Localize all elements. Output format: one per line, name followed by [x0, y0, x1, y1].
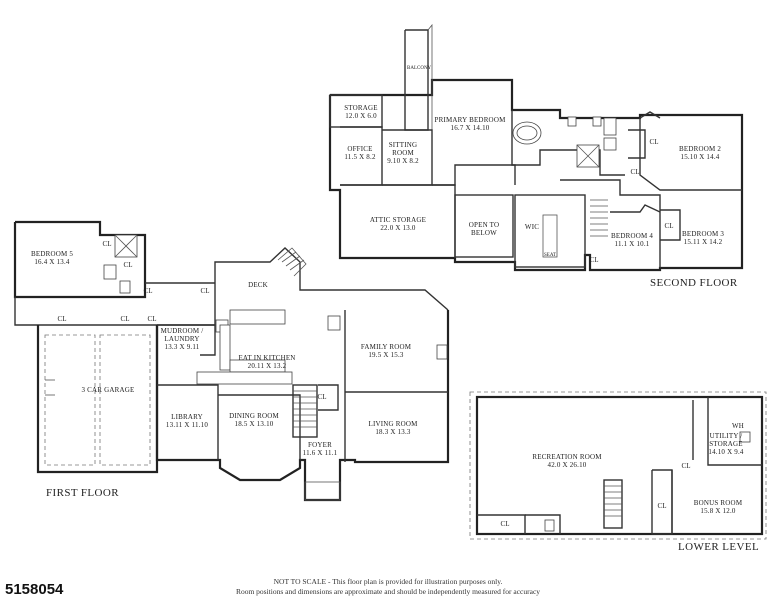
room-dims: 13.11 X 11.10 — [165, 421, 209, 429]
room-dims: 42.0 X 26.10 — [547, 461, 587, 469]
room-storage: STORAGE 12.0 X 6.0 — [344, 104, 378, 120]
floor-title-second: SECOND FLOOR — [650, 277, 738, 289]
room-dims: 11.1 X 10.1 — [614, 240, 650, 248]
room-dims: 18.3 X 13.3 — [375, 428, 411, 436]
room-living: LIVING ROOM 18.3 X 13.3 — [368, 420, 417, 436]
room-name: BEDROOM 4 — [610, 232, 654, 240]
closet-label: CL — [649, 138, 659, 146]
room-foyer: FOYER 11.6 X 11.1 — [303, 441, 338, 457]
seat-label: SEAT — [544, 253, 556, 258]
floor-title-lower: LOWER LEVEL — [678, 541, 760, 553]
room-office: OFFICE 11.5 X 8.2 — [344, 145, 375, 161]
room-name: RECREATION ROOM — [532, 453, 602, 461]
room-name: ATTIC STORAGE — [369, 216, 427, 224]
closet-label: CL — [102, 240, 112, 248]
closet-label: CL — [143, 287, 153, 295]
room-dims: 11.5 X 8.2 — [344, 153, 376, 161]
room-attic-storage: ATTIC STORAGE 22.0 X 13.0 — [370, 216, 426, 232]
room-dims: 20.11 X 13.2 — [247, 362, 287, 370]
room-kitchen: EAT IN KITCHEN 20.11 X 13.2 — [238, 354, 295, 370]
room-sitting: SITTING ROOM 9.10 X 8.2 — [387, 141, 419, 165]
listing-number: 5158054 — [5, 581, 64, 598]
room-name: OPEN TO — [468, 221, 500, 229]
room-dims: 19.5 X 15.3 — [368, 351, 404, 359]
room-name: BONUS ROOM — [693, 499, 743, 507]
room-dims: 16.7 X 14.10 — [450, 124, 490, 132]
room-name: WIC — [524, 223, 540, 231]
room-dims: 15.11 X 14.2 — [683, 238, 723, 246]
room-dims: 12.0 X 6.0 — [345, 112, 377, 120]
room-name: WH — [731, 422, 745, 430]
closet-label: CL — [681, 462, 691, 470]
room-dims: 14.10 X 9.4 — [708, 448, 744, 456]
room-name: BEDROOM 3 — [681, 230, 725, 238]
room-dims: 18.5 X 13.10 — [234, 420, 274, 428]
room-library: LIBRARY 13.11 X 11.10 — [166, 413, 208, 429]
closet-label: CL — [630, 168, 640, 176]
room-name-line2: ROOM — [392, 149, 414, 157]
room-name: MUDROOM / — [160, 327, 204, 335]
room-name: DECK — [248, 281, 268, 289]
floor-title-first: FIRST FLOOR — [46, 487, 119, 499]
room-name: FAMILY ROOM — [360, 343, 412, 351]
closet-label: CL — [317, 393, 327, 401]
room-dining: DINING ROOM 18.5 X 13.10 — [229, 412, 279, 428]
room-bedroom-3: BEDROOM 3 15.11 X 14.2 — [682, 230, 724, 246]
second-floor-plan — [328, 23, 744, 272]
closet-label: CL — [500, 520, 510, 528]
room-name-line2: BELOW — [471, 229, 497, 237]
room-garage: 3 CAR GARAGE — [82, 386, 135, 394]
closet-label: CL — [664, 222, 674, 230]
room-name-line2: STORAGE — [709, 440, 743, 448]
room-dims: 22.0 X 13.0 — [380, 224, 416, 232]
room-open-to-below: OPEN TO BELOW — [469, 221, 500, 237]
closet-label: CL — [589, 256, 599, 264]
room-name: FOYER — [308, 441, 332, 449]
room-deck: DECK — [248, 281, 268, 289]
room-bedroom-4: BEDROOM 4 11.1 X 10.1 — [611, 232, 653, 248]
room-name: BEDROOM 5 — [30, 250, 74, 258]
room-name: BEDROOM 2 — [678, 145, 722, 153]
room-dims: 13.3 X 9.11 — [164, 343, 200, 351]
room-name: LIVING ROOM — [368, 420, 418, 428]
room-name: PRIMARY BEDROOM — [434, 116, 506, 124]
closet-label: CL — [57, 315, 67, 323]
first-floor-plan — [13, 220, 450, 502]
balcony-label: BALCONY — [407, 66, 432, 71]
room-name: SITTING — [388, 141, 418, 149]
room-name: LIBRARY — [171, 413, 203, 421]
closet-label: CL — [657, 502, 667, 510]
room-utility-storage: UTILITY / STORAGE 14.10 X 9.4 — [708, 432, 743, 456]
room-wh: WH — [732, 422, 744, 430]
closet-label: CL — [123, 261, 133, 269]
room-name-line2: LAUNDRY — [164, 335, 200, 343]
disclaimer-line-1: NOT TO SCALE - This floor plan is provid… — [273, 577, 503, 586]
room-primary-bedroom: PRIMARY BEDROOM 16.7 X 14.10 — [434, 116, 505, 132]
room-bonus: BONUS ROOM 15.8 X 12.0 — [694, 499, 742, 515]
room-dims: 11.6 X 11.1 — [302, 449, 338, 457]
room-recreation: RECREATION ROOM 42.0 X 26.10 — [532, 453, 601, 469]
room-bedroom-2: BEDROOM 2 15.10 X 14.4 — [679, 145, 721, 161]
room-wic: WIC — [525, 223, 539, 231]
closet-label: CL — [120, 315, 130, 323]
closet-label: CL — [200, 287, 210, 295]
disclaimer-line-2: Room positions and dimensions are approx… — [235, 587, 541, 596]
room-name: 3 CAR GARAGE — [81, 386, 135, 394]
room-dims: 15.10 X 14.4 — [680, 153, 720, 161]
room-name: EAT IN KITCHEN — [238, 354, 296, 362]
room-name: OFFICE — [347, 145, 373, 153]
room-family: FAMILY ROOM 19.5 X 15.3 — [361, 343, 411, 359]
lower-level-plan — [469, 391, 767, 540]
closet-label: CL — [147, 315, 157, 323]
room-dims: 15.8 X 12.0 — [700, 507, 736, 515]
room-dims: 9.10 X 8.2 — [387, 157, 419, 165]
room-name: STORAGE — [344, 104, 378, 112]
room-bedroom-5: BEDROOM 5 16.4 X 13.4 — [31, 250, 73, 266]
room-dims: 16.4 X 13.4 — [34, 258, 70, 266]
room-mudroom-laundry: MUDROOM / LAUNDRY 13.3 X 9.11 — [161, 327, 204, 351]
room-name: DINING ROOM — [229, 412, 279, 420]
room-name: UTILITY / — [709, 432, 743, 440]
